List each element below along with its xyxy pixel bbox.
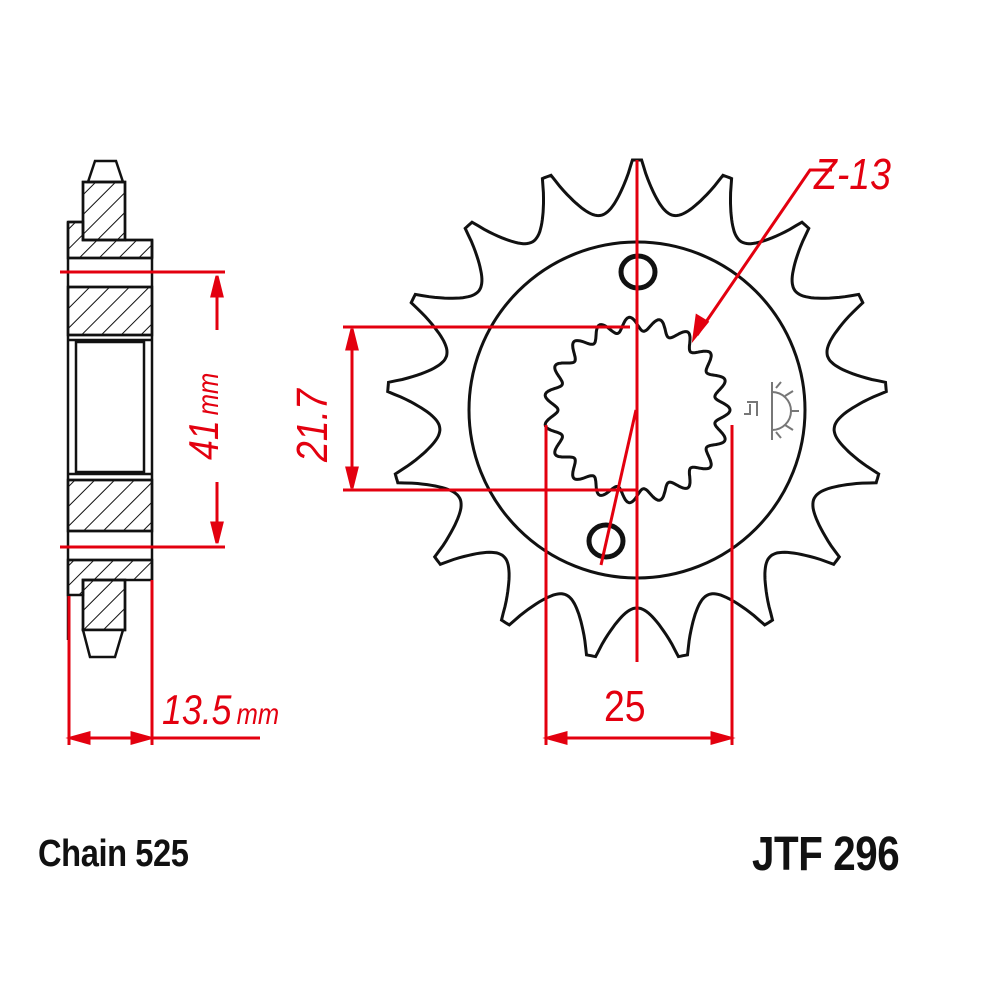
front-dimension-lines (343, 160, 832, 745)
bolt-spacing-dimension: 25 (604, 682, 646, 731)
bolt-hole-bottom (586, 522, 626, 560)
teeth-count-label: Z-13 (814, 150, 891, 199)
part-number-label: JTF 296 (752, 828, 900, 881)
hub-diameter-dimension: 41mm (180, 373, 228, 460)
hub-diameter-unit: mm (192, 372, 225, 416)
hub-width-value: 13.5 (162, 686, 232, 733)
side-section-view (66, 159, 154, 659)
spline-bore-outline (543, 315, 732, 505)
stamp-symbol-icon (744, 381, 799, 440)
chain-size-label: Chain 525 (38, 833, 189, 875)
hub-diameter-value: 41 (180, 420, 227, 460)
hub-width-unit: mm (236, 698, 280, 731)
side-dimension-lines (60, 270, 260, 745)
spline-diameter-dimension: 21.7 (288, 389, 337, 462)
